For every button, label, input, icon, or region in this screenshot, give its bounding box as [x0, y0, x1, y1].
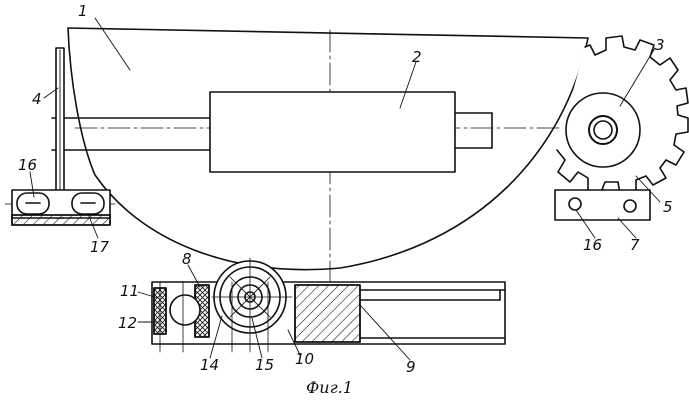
label-3: 3 — [655, 38, 665, 53]
label-9: 9 — [406, 360, 416, 375]
label-7: 7 — [630, 238, 640, 253]
label-4: 4 — [32, 92, 42, 107]
left-bearing — [5, 190, 115, 225]
label-17: 17 — [90, 240, 109, 255]
central-cylinder — [210, 92, 455, 172]
label-16-right: 16 — [583, 238, 602, 253]
label-1: 1 — [78, 4, 88, 19]
label-15: 15 — [255, 358, 274, 373]
label-5: 5 — [663, 200, 673, 215]
figure-caption: Фиг.1 — [306, 380, 353, 396]
label-8: 8 — [182, 252, 192, 267]
label-10: 10 — [295, 352, 314, 367]
label-12: 12 — [118, 316, 137, 331]
label-2: 2 — [412, 50, 422, 65]
label-11: 11 — [120, 284, 139, 299]
label-14: 14 — [200, 358, 219, 373]
label-16-left: 16 — [18, 158, 37, 173]
